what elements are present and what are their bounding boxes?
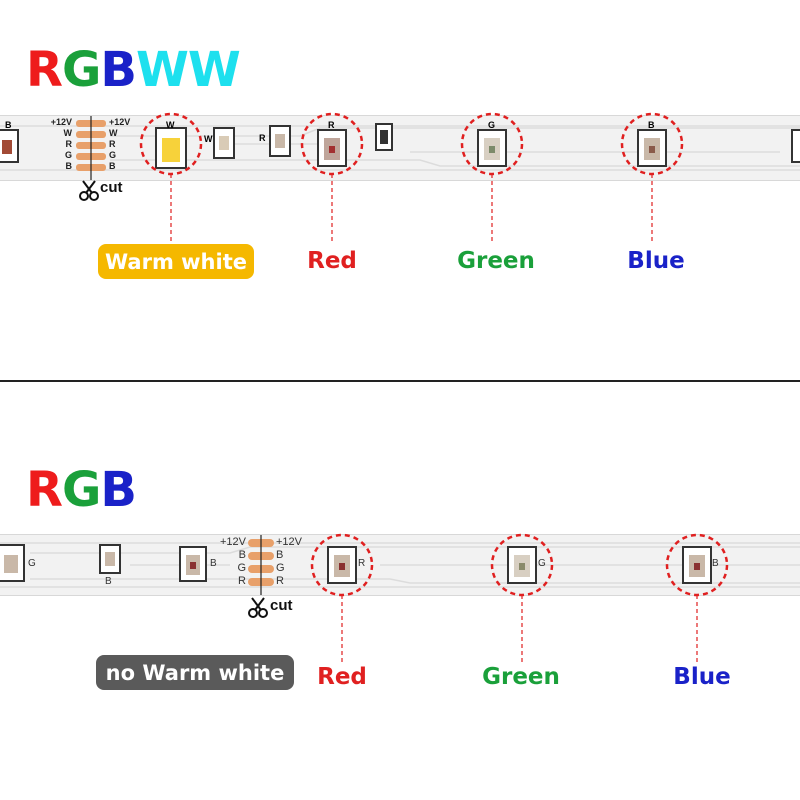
blue-label: Blue (673, 664, 731, 690)
pad-label: W (109, 128, 118, 138)
title-letter: G (61, 42, 101, 98)
chip-letter: G (28, 558, 36, 569)
title-letter: B (100, 42, 137, 98)
cut-label: cut (100, 179, 123, 196)
chip-letter: W (204, 134, 213, 144)
chip-letter: B (648, 120, 655, 130)
title-letter: G (61, 462, 101, 518)
pad-labels-left: +12V B G R (212, 536, 246, 588)
chip-letter: B (712, 558, 719, 569)
pad-label: +12V (276, 536, 302, 548)
green-label: Green (457, 248, 535, 274)
red-label: Red (307, 248, 357, 274)
rgbww-led-strip (0, 115, 800, 181)
pad-label: R (65, 139, 73, 149)
pad-label: +12V (220, 536, 246, 548)
chip-letter: W (166, 120, 175, 130)
pad-label: B (276, 549, 284, 561)
no-warm-white-badge: no Warm white (96, 655, 294, 690)
title-letter: R (26, 462, 63, 518)
chip-letter: R (328, 120, 335, 130)
pad-labels-left: +12V W R G B (34, 117, 72, 172)
pad-label: G (109, 150, 117, 160)
rgb-strip-graphic (0, 535, 800, 595)
pad-label: B (109, 161, 116, 171)
pad-label: R (109, 139, 116, 149)
rgb-title: RGB (26, 462, 137, 518)
green-label: Green (482, 664, 560, 690)
rgb-led-strip (0, 534, 800, 596)
pad-label: W (63, 128, 73, 138)
pad-label: B (238, 549, 246, 561)
pad-label: +12V (109, 117, 131, 127)
pad-label: R (276, 575, 284, 587)
rgbww-highlights (139, 112, 684, 244)
pad-labels-right: +12V W R G B (109, 117, 149, 172)
cut-label: cut (270, 597, 293, 614)
title-letter: W (135, 42, 189, 98)
blue-label: Blue (627, 248, 685, 274)
pad-label: G (276, 562, 285, 574)
scissors-icon (248, 597, 268, 618)
chip-letter: G (488, 120, 496, 130)
title-letter: W (187, 42, 241, 98)
scissors-icon (79, 180, 99, 201)
title-letter: B (100, 462, 137, 518)
rgbww-title: RGBWW (26, 42, 241, 98)
pad-label: B (65, 161, 73, 171)
chip-letter: G (538, 558, 546, 569)
warm-white-badge: Warm white (98, 244, 254, 279)
pad-label: G (237, 562, 246, 574)
title-letter: R (26, 42, 63, 98)
pad-label: G (64, 150, 72, 160)
pad-labels-right: +12V B G R (276, 536, 316, 588)
red-label: Red (317, 664, 367, 690)
rgb-highlights (310, 533, 729, 662)
chip-letter: R (358, 558, 366, 569)
chip-letter: B (210, 558, 217, 569)
section-divider (0, 380, 800, 382)
pad-label: +12V (50, 117, 72, 127)
pad-label: R (238, 575, 246, 587)
chip-letter: B (105, 576, 112, 587)
chip-letter: R (259, 133, 266, 143)
chip-letter: B (5, 120, 12, 130)
